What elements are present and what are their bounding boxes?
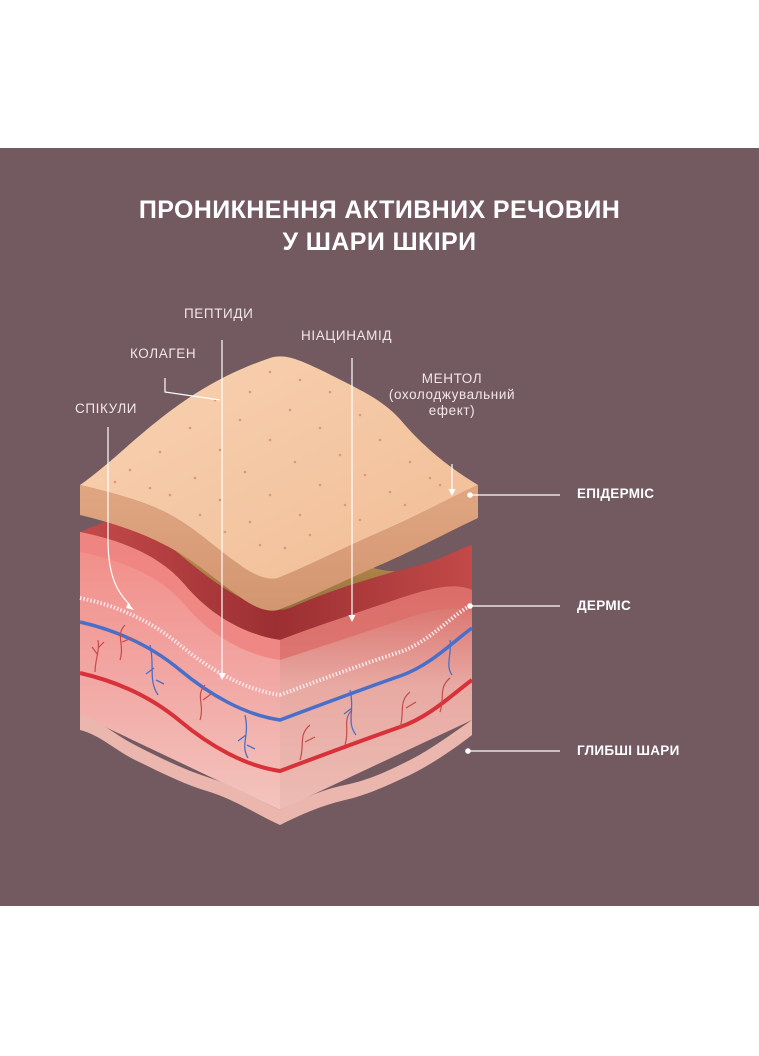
label-dermis: ДЕРМІС bbox=[577, 598, 631, 613]
label-mentol: МЕНТОЛ bbox=[421, 371, 483, 386]
epidermis-top bbox=[80, 356, 478, 579]
label-deeper: ГЛИБШІ ШАРИ bbox=[577, 743, 680, 758]
pore-dot bbox=[318, 426, 322, 430]
label-mentol-note-1: (охолоджувальний bbox=[388, 387, 516, 402]
dermis-marker bbox=[467, 603, 473, 609]
dermis-top bbox=[80, 516, 472, 640]
pore-dot bbox=[318, 483, 322, 487]
pore-dot bbox=[283, 546, 287, 550]
pore-dot bbox=[223, 530, 227, 534]
dermis-block bbox=[79, 516, 474, 825]
pore-dot bbox=[343, 503, 347, 507]
epidermis-pores bbox=[113, 370, 442, 550]
pore-dot bbox=[293, 460, 297, 464]
pore-dot bbox=[243, 470, 247, 474]
pore-dot bbox=[238, 418, 242, 422]
label-kolagen: КОЛАГЕН bbox=[130, 346, 197, 361]
pore-dot bbox=[268, 370, 272, 374]
pore-dot bbox=[268, 438, 272, 442]
pore-dot bbox=[148, 486, 152, 490]
pore-dot bbox=[113, 480, 117, 484]
pore-dot bbox=[128, 468, 132, 472]
pore-dot bbox=[358, 413, 362, 417]
pore-dot bbox=[328, 390, 332, 394]
pore-dot bbox=[248, 390, 252, 394]
epidermis-marker bbox=[467, 492, 473, 498]
title-line-2: У ШАРИ ШКІРИ bbox=[282, 228, 477, 256]
pore-dot bbox=[188, 426, 192, 430]
label-epidermis: ЕПІДЕРМІС bbox=[577, 486, 655, 501]
pore-dot bbox=[388, 490, 392, 494]
pore-dot bbox=[363, 473, 367, 477]
spikuly-arrow bbox=[107, 427, 131, 606]
pore-dot bbox=[428, 476, 432, 480]
pore-dot bbox=[288, 408, 292, 412]
deeper-marker bbox=[465, 748, 471, 754]
pore-dot bbox=[298, 513, 302, 517]
label-spikuly: СПІКУЛИ bbox=[75, 401, 138, 416]
pore-dot bbox=[408, 460, 412, 464]
diagram-panel: ПРОНИКНЕННЯ АКТИВНИХ РЕЧОВИН У ШАРИ ШКІР… bbox=[0, 148, 759, 906]
pore-dot bbox=[338, 453, 342, 457]
label-niatsynamid: НІАЦИНАМІД bbox=[301, 328, 393, 343]
pore-dot bbox=[248, 520, 252, 524]
skin-layers-illustration bbox=[79, 340, 560, 825]
pore-dot bbox=[218, 448, 222, 452]
pore-dot bbox=[308, 533, 312, 537]
title-line-1: ПРОНИКНЕННЯ АКТИВНИХ РЕЧОВИН bbox=[138, 196, 621, 224]
pore-dot bbox=[438, 483, 442, 487]
label-mentol-note-2: ефект) bbox=[428, 403, 476, 418]
epidermis-block bbox=[80, 356, 478, 611]
pore-dot bbox=[378, 438, 382, 442]
artery-line bbox=[79, 671, 474, 774]
label-mentol-group: МЕНТОЛ (охолоджувальний ефект) bbox=[376, 371, 528, 419]
pore-dot bbox=[403, 503, 407, 507]
pore-dot bbox=[218, 498, 222, 502]
label-peptydy: ПЕПТИДИ bbox=[184, 306, 254, 321]
pore-dot bbox=[198, 513, 202, 517]
pore-dot bbox=[258, 543, 262, 547]
pore-dot bbox=[358, 518, 362, 522]
epidermis-side bbox=[80, 485, 478, 611]
pore-dot bbox=[193, 476, 197, 480]
pore-dot bbox=[298, 378, 302, 382]
pore-dot bbox=[158, 450, 162, 454]
pore-dot bbox=[268, 493, 272, 497]
kolagen-arrow bbox=[164, 378, 221, 401]
pore-dot bbox=[168, 493, 172, 497]
